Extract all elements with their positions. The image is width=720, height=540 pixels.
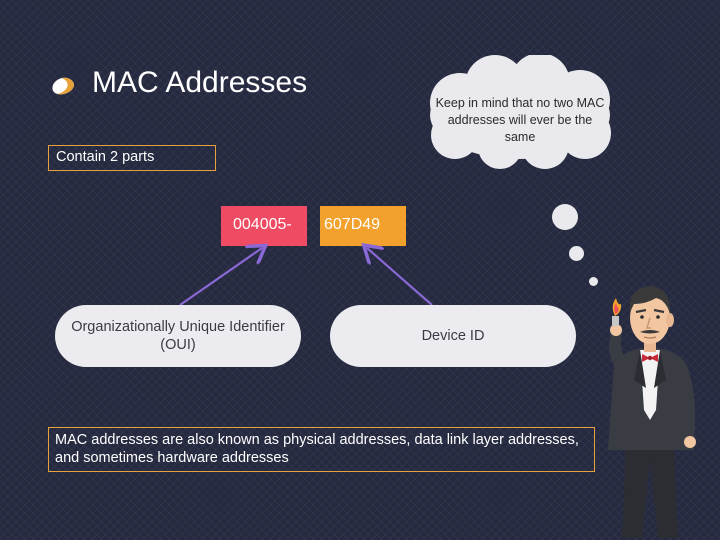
oui-label: Organizationally Unique Identifier (OUI)	[55, 305, 301, 367]
device-arrow	[367, 248, 433, 306]
title-bullet-icon	[50, 74, 76, 98]
thought-dot	[552, 204, 578, 230]
thought-dot	[589, 277, 598, 286]
device-id-label: Device ID	[330, 305, 576, 367]
businessman-illustration	[608, 286, 696, 538]
mac-part-oui: 004005-	[221, 206, 307, 246]
note-text: MAC addresses are also known as physical…	[55, 432, 579, 466]
note-box	[48, 427, 595, 472]
thought-bubble-text: Keep in mind that no two MAC addresses w…	[435, 96, 605, 144]
parts-heading-box	[48, 145, 216, 171]
thought-cloud	[430, 55, 611, 169]
parts-heading: Contain 2 parts	[56, 149, 155, 165]
mac-part-device: 607D49	[320, 206, 406, 246]
slide-title: MAC Addresses	[92, 66, 308, 99]
oui-arrow	[179, 248, 262, 306]
thought-dot	[569, 246, 584, 261]
